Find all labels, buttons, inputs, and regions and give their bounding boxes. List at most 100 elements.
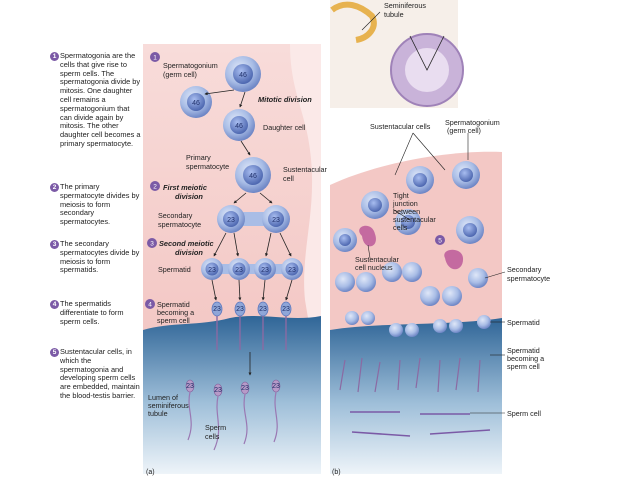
step-4: 4 The spermatids differentiate to form s… xyxy=(50,299,142,326)
chromosome-count: 23 xyxy=(227,217,235,224)
label-secondary-spermatocyte: spermatocyte xyxy=(158,220,201,229)
label-primary-spermatocyte: spermatocyte xyxy=(186,162,229,171)
label-spermatid: Spermatid xyxy=(507,318,540,327)
spermatogonium-cell-2: 46 xyxy=(180,86,212,118)
label-becoming-a: becoming a xyxy=(507,354,544,363)
label-spermatid: Spermatid xyxy=(158,265,191,274)
label-spermatid-becoming: Spermatid xyxy=(507,346,540,355)
label-daughter-cell: Daughter cell xyxy=(263,123,306,132)
panel-b: Seminiferous tubule xyxy=(330,0,550,476)
label-lumen: Lumen of xyxy=(148,393,178,402)
sustentacular-nucleus xyxy=(359,225,376,247)
label-cell-nucleus: cell nucleus xyxy=(355,263,393,272)
label-tubule: tubule xyxy=(384,10,404,19)
label-sperm: Sperm xyxy=(205,423,226,432)
secondary-spermatocyte-cells xyxy=(335,262,488,306)
step-badge: 3 xyxy=(50,240,59,249)
label-sustentacular: Sustentacular xyxy=(283,165,328,174)
secondary-spermatocyte-cells: 23 23 xyxy=(217,205,290,233)
label-seminiferous: seminiferous xyxy=(148,401,189,410)
label-secondary-spermatocyte: spermatocyte xyxy=(507,274,550,283)
step-text: Sustentacular cells, in which the sperma… xyxy=(60,347,140,400)
label-tight: Tight xyxy=(393,191,409,200)
spermatogonium-cells xyxy=(361,161,480,219)
badge-3: 3 xyxy=(150,241,154,248)
chromosome-count: 23 xyxy=(214,387,222,394)
step-1: 1 Spermatogonia are the cells that give … xyxy=(50,51,142,149)
label-second-meiotic: Second meiotic xyxy=(159,239,214,248)
chromosome-count: 23 xyxy=(259,306,267,313)
panel-a: 46 46 46 46 23 23 23 23 2 xyxy=(143,44,328,476)
label-seminiferous: Seminiferous xyxy=(384,1,426,10)
chromosome-count: 46 xyxy=(249,173,257,180)
label-sustentacular-cells: Sustentacular cells xyxy=(370,122,431,131)
label-sperm-cell: Sperm cell xyxy=(507,409,541,418)
label-sperm-cell-b: sperm cell xyxy=(507,362,540,371)
label-sustentacular-nucleus: Sustentacular xyxy=(355,255,400,264)
label-spermatid-becoming: Spermatid xyxy=(157,300,190,309)
primary-spermatocyte-cells xyxy=(333,209,484,252)
label-first-division: division xyxy=(175,192,203,201)
chromosome-count: 23 xyxy=(288,267,296,274)
step-badge: 5 xyxy=(50,348,59,357)
step-3: 3 The secondary spermatocytes divide by … xyxy=(50,239,142,275)
chromosome-count: 23 xyxy=(241,385,249,392)
label-sustentacular-cell: cell xyxy=(283,174,294,183)
step-2: 2 The primary spermatocyte divides by me… xyxy=(50,182,142,227)
chromosome-count: 46 xyxy=(192,100,200,107)
label-sustentacular: sustentacular xyxy=(393,215,436,224)
label-second-division: division xyxy=(175,248,203,257)
chromosome-count: 46 xyxy=(239,72,247,79)
step-text: Spermatogonia are the cells that give ri… xyxy=(60,51,141,148)
chromosome-count: 23 xyxy=(282,306,290,313)
chromosome-count: 23 xyxy=(236,306,244,313)
lumen-region xyxy=(330,318,502,474)
sperm-cells-lumen: 23 23 23 23 xyxy=(185,379,281,451)
sperm-cells xyxy=(339,357,491,437)
badge-4: 4 xyxy=(148,302,152,309)
badge-5-text: 5 xyxy=(438,238,442,245)
label-sperm-cells: cells xyxy=(205,432,220,441)
step-descriptions: 1 Spermatogonia are the cells that give … xyxy=(0,0,142,480)
label-between: between xyxy=(393,207,420,216)
testis-inset-shape xyxy=(330,1,377,43)
label-germ-cell: (germ cell) xyxy=(163,70,197,79)
label-tubule: tubule xyxy=(148,409,168,418)
chromosome-count: 23 xyxy=(213,306,221,313)
label-junction: junction xyxy=(392,199,418,208)
panel-b-leader-lines xyxy=(367,132,506,414)
badge-1: 1 xyxy=(153,55,157,62)
step-text: The secondary spermatocytes divide by me… xyxy=(60,239,140,275)
panel-b-label: (b) xyxy=(332,469,341,476)
spermatogonium-cell: 46 xyxy=(225,56,261,92)
label-sperm-cell: sperm cell xyxy=(157,316,190,325)
leader-line xyxy=(361,11,381,31)
step-badge: 1 xyxy=(50,52,59,61)
chromosome-count: 23 xyxy=(272,217,280,224)
step-badge: 4 xyxy=(50,300,59,309)
label-becoming-a: becoming a xyxy=(157,308,194,317)
label-spermatogonium: Spermatogonium xyxy=(163,61,218,70)
step-badge: 2 xyxy=(50,183,59,192)
label-germ-cell: (germ cell) xyxy=(447,126,481,135)
label-secondary: Secondary xyxy=(507,265,542,274)
daughter-cell: 46 xyxy=(223,109,255,141)
division-arrows xyxy=(204,89,293,376)
badge-2: 2 xyxy=(153,184,157,191)
zoom-wedge xyxy=(409,35,445,71)
spermatid-cells: 23 23 23 23 xyxy=(201,258,303,280)
chromosome-count: 23 xyxy=(261,267,269,274)
label-cells: cells xyxy=(393,223,408,232)
chromosome-count: 23 xyxy=(186,383,194,390)
label-primary: Primary xyxy=(186,153,211,162)
label-first-meiotic: First meiotic xyxy=(163,183,207,192)
spermatid-becoming-sperm-cells: 23 23 23 23 xyxy=(211,301,292,350)
panel-a-label: (a) xyxy=(146,469,155,476)
chromosome-count: 23 xyxy=(272,383,280,390)
step-text: The primary spermatocyte divides by meio… xyxy=(60,182,140,227)
badge-5 xyxy=(435,235,445,245)
chromosome-count: 23 xyxy=(235,267,243,274)
primary-spermatocyte-cell: 46 xyxy=(235,157,271,193)
label-secondary: Secondary xyxy=(158,211,193,220)
